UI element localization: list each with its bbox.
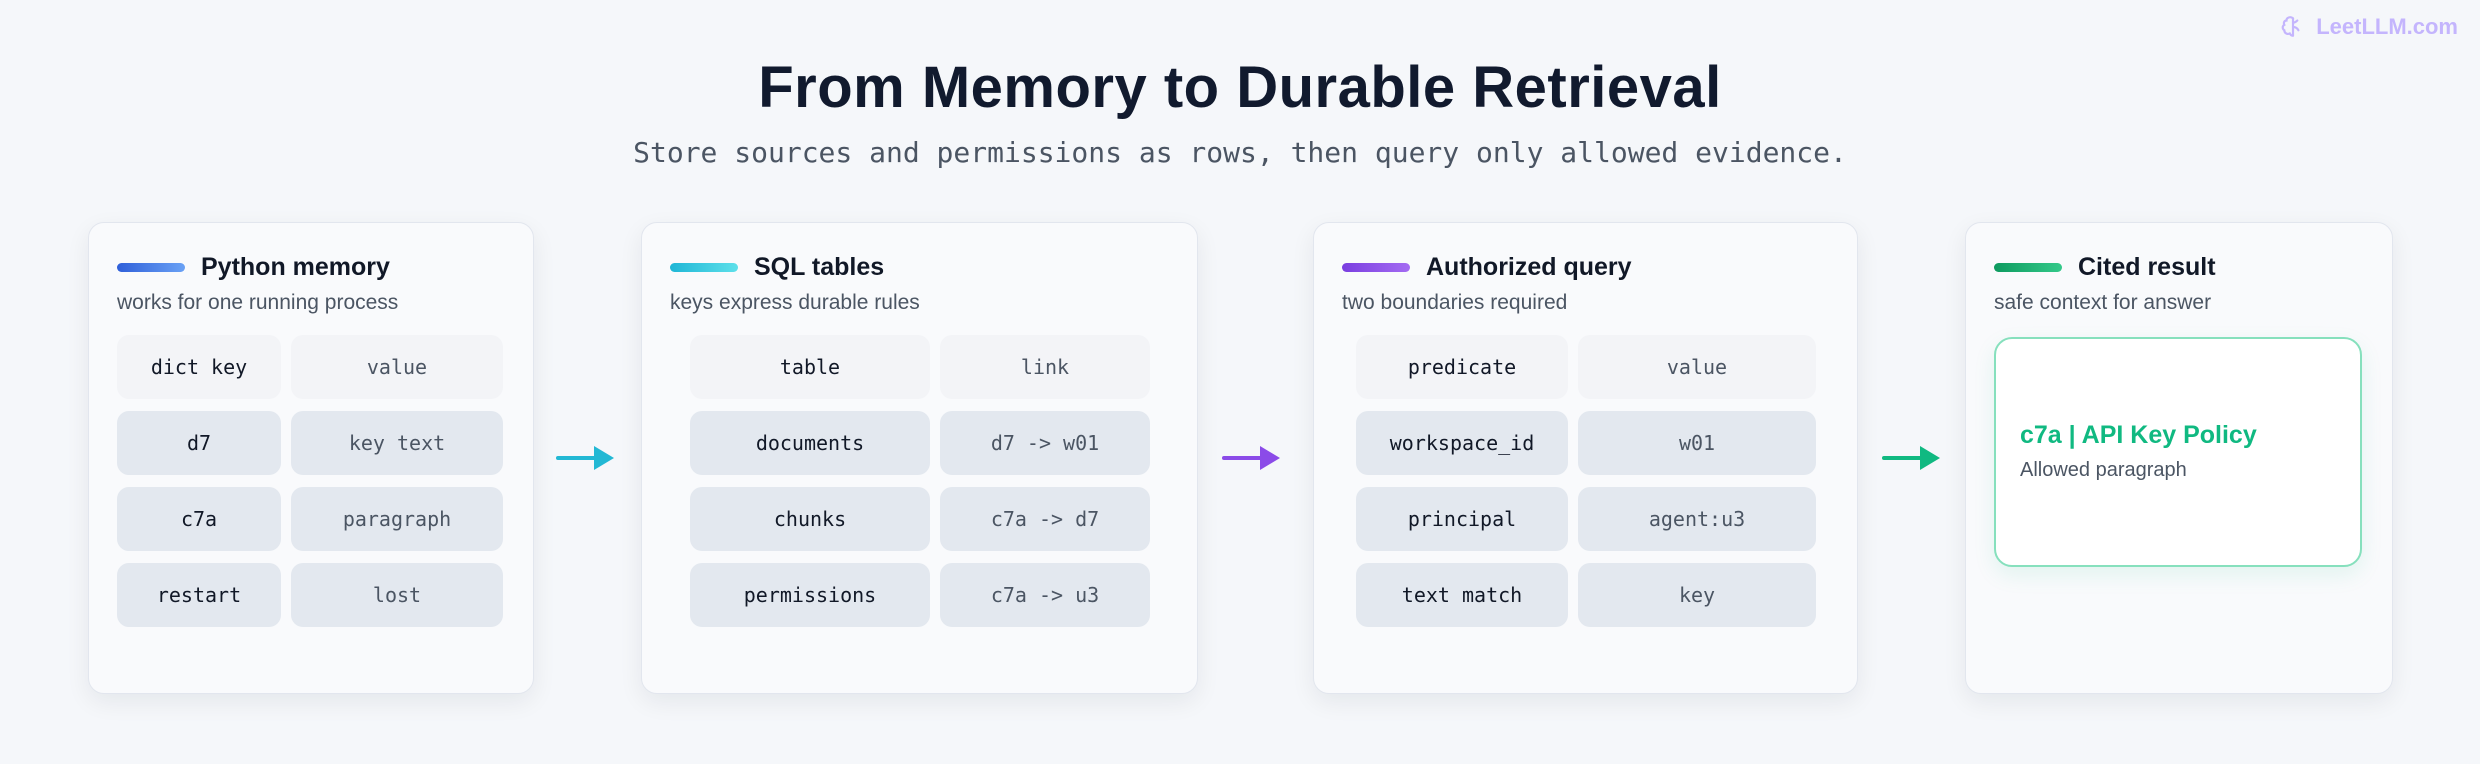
- table-cell: d7 -> w01: [940, 411, 1150, 475]
- table-header-value: value: [1578, 335, 1816, 399]
- card-cited-result: Cited result safe context for answer c7a…: [1965, 222, 2393, 694]
- brand-label: LeetLLM.com: [2316, 14, 2458, 39]
- table-cell: permissions: [690, 563, 930, 627]
- result-title: c7a | API Key Policy: [2020, 421, 2257, 449]
- table-cell: agent:u3: [1578, 487, 1816, 551]
- card-python-memory: Python memory works for one running proc…: [88, 222, 534, 694]
- card-title: Python memory: [201, 253, 390, 281]
- card-subtitle: safe context for answer: [1994, 291, 2212, 314]
- page-subtitle: Store sources and permissions as rows, t…: [633, 136, 1847, 169]
- card-title: SQL tables: [754, 253, 885, 281]
- table-cell: paragraph: [291, 487, 503, 551]
- table-cell: workspace_id: [1356, 411, 1568, 475]
- card-subtitle: two boundaries required: [1342, 291, 1568, 314]
- card-title: Cited result: [2078, 253, 2216, 281]
- table-cell: lost: [291, 563, 503, 627]
- card-sql-tables: SQL tables keys express durable rules ta…: [641, 222, 1198, 694]
- brand-logo[interactable]: LeetLLM.com: [2280, 14, 2458, 40]
- table-cell: w01: [1578, 411, 1816, 475]
- card-title: Authorized query: [1426, 253, 1632, 281]
- brain-icon: [2281, 16, 2300, 37]
- result-box: c7a | API Key Policy Allowed paragraph: [1994, 337, 2362, 567]
- card-subtitle: works for one running process: [117, 291, 399, 314]
- arrow-right-icon: [1882, 446, 1940, 470]
- table-header-table: table: [690, 335, 930, 399]
- page-title: From Memory to Durable Retrieval: [758, 55, 1722, 120]
- table-header-value: value: [291, 335, 503, 399]
- card-authorized-query: Authorized query two boundaries required…: [1313, 222, 1858, 694]
- table-header-key: dict key: [117, 335, 281, 399]
- arrow-right-icon: [556, 446, 614, 470]
- table-cell: principal: [1356, 487, 1568, 551]
- table-cell: c7a -> u3: [940, 563, 1150, 627]
- arrow-right-icon: [1222, 446, 1280, 470]
- card-subtitle: keys express durable rules: [670, 291, 920, 314]
- table-cell: text match: [1356, 563, 1568, 627]
- table-cell: c7a -> d7: [940, 487, 1150, 551]
- table-cell: c7a: [117, 487, 281, 551]
- accent-bar: [670, 263, 738, 272]
- table-cell: key text: [291, 411, 503, 475]
- accent-bar: [117, 263, 185, 272]
- table-cell: restart: [117, 563, 281, 627]
- result-subtitle: Allowed paragraph: [2020, 459, 2187, 481]
- table-cell: d7: [117, 411, 281, 475]
- table-cell: documents: [690, 411, 930, 475]
- table-header-predicate: predicate: [1356, 335, 1568, 399]
- accent-bar: [1342, 263, 1410, 272]
- table-cell: chunks: [690, 487, 930, 551]
- table-cell: key: [1578, 563, 1816, 627]
- accent-bar: [1994, 263, 2062, 272]
- table-header-link: link: [940, 335, 1150, 399]
